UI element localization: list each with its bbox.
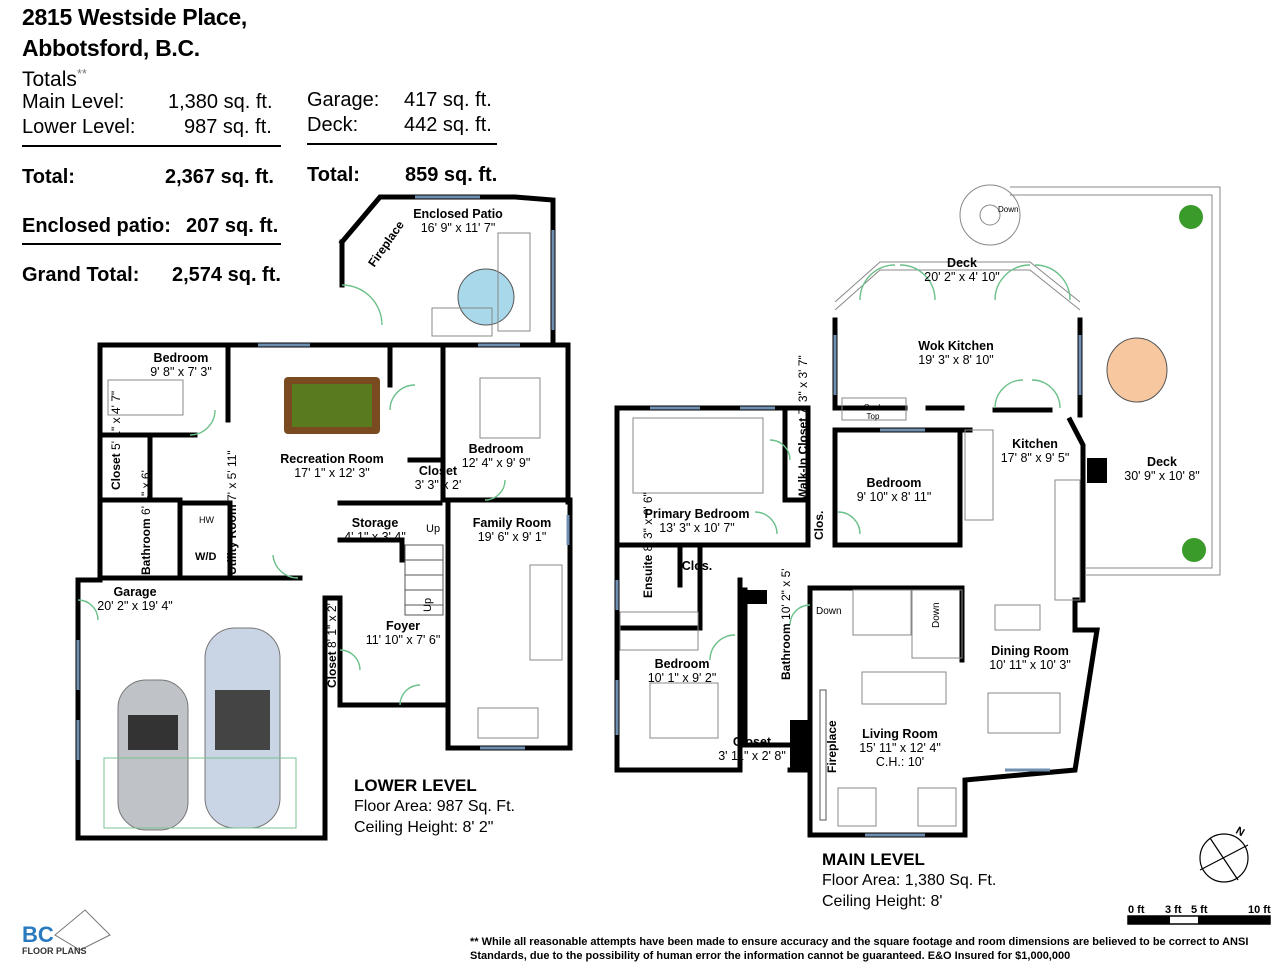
main-level-label: Main Level: xyxy=(22,91,125,113)
total-value: 2,367 sq. ft. xyxy=(165,166,274,188)
main-ensuite xyxy=(614,542,703,631)
lower-bath-utility xyxy=(97,497,303,581)
address-line2: Abbotsford, B.C. xyxy=(22,35,200,61)
deck-value: 442 sq. ft. xyxy=(404,114,492,136)
room-utility: Utility Room 7' x 5' 11" xyxy=(225,450,239,575)
scale-0: 0 ft xyxy=(1128,904,1145,916)
grand-total-value: 2,574 sq. ft. xyxy=(172,264,281,286)
label-cooktop: Cook Top xyxy=(863,403,883,421)
garage-label: Garage: xyxy=(307,89,380,111)
label-fireplace-main: Fireplace xyxy=(825,720,839,773)
main-level-value: 1,380 sq. ft. xyxy=(168,91,273,113)
room-ensuite: Ensuite 8' 3" x 6' 6" xyxy=(641,492,655,598)
deck-label: Deck: xyxy=(307,114,359,136)
totals-rule-2 xyxy=(22,243,281,245)
patio-table xyxy=(457,268,515,326)
logo-mark xyxy=(54,909,111,951)
room-walk-in-closet: Walk-In Closet 7' 3" x 3' 7" xyxy=(796,355,810,500)
logo-sub: FLOOR PLANS xyxy=(22,946,87,956)
address: 2815 Westside Place, Abbotsford, B.C. xyxy=(22,2,247,64)
label-up-2: Up xyxy=(422,597,434,612)
scale-5: 5 ft xyxy=(1191,904,1208,916)
totals-rule-1 xyxy=(22,145,281,147)
lower-storage xyxy=(337,500,443,563)
room-clos-2: Clos. xyxy=(681,559,713,573)
label-up-1: Up xyxy=(426,523,441,535)
patio-label: Enclosed patio: xyxy=(22,215,171,237)
deck-dining-table xyxy=(1106,337,1168,403)
lower-rec-walls xyxy=(407,342,571,503)
room-closet-lower-3: Closet 8' 1" x 2' xyxy=(325,603,339,688)
main-level-info: MAIN LEVEL Floor Area: 1,380 Sq. Ft. Cei… xyxy=(822,850,997,910)
label-wd: W/D xyxy=(195,551,217,563)
lower-outer-walls xyxy=(75,342,571,841)
label-down-1: Down xyxy=(816,606,842,617)
label-down-spiral: Down xyxy=(998,205,1019,214)
total2-value: 859 sq. ft. xyxy=(405,164,498,186)
lower-level-value: 987 sq. ft. xyxy=(184,116,272,138)
label-hw: HW xyxy=(199,515,214,525)
totals-heading: Totals** xyxy=(22,66,87,91)
total-label: Total: xyxy=(22,166,75,188)
room-clos-1: Clos. xyxy=(812,510,826,540)
compass-rose xyxy=(1199,833,1249,883)
lower-level-label: Lower Level: xyxy=(22,116,136,138)
scale-3: 3 ft xyxy=(1165,904,1182,916)
label-down-2: Down xyxy=(931,602,942,628)
deck-plants xyxy=(1179,205,1206,562)
total2-label: Total: xyxy=(307,164,360,186)
patio-value: 207 sq. ft. xyxy=(186,215,279,237)
totals-rule-3 xyxy=(307,143,497,145)
main-wok-walls xyxy=(832,317,1083,418)
logo-text: BC xyxy=(22,922,54,947)
lower-level-info: LOWER LEVEL Floor Area: 987 Sq. Ft. Ceil… xyxy=(354,776,515,836)
room-bathroom-main: Bathroom 10' 2" x 5' xyxy=(779,568,793,680)
totals-heading-mark: ** xyxy=(76,66,87,81)
room-closet-lower-1: Closet 5' 1" x 4' 7" xyxy=(109,390,123,490)
scale-10: 10 ft xyxy=(1248,904,1271,916)
garage-cars xyxy=(103,627,297,831)
address-line1: 2815 Westside Place, xyxy=(22,4,247,30)
garage-value: 417 sq. ft. xyxy=(404,89,492,111)
grand-total-label: Grand Total: xyxy=(22,264,140,286)
main-kitchen xyxy=(959,407,1053,433)
scale-bar xyxy=(1127,915,1271,925)
main-primary xyxy=(614,405,811,548)
footnote: ** While all reasonable attempts have be… xyxy=(470,936,1249,962)
room-bathroom-lower: Bathroom 6' 4" x 6' xyxy=(139,470,153,575)
